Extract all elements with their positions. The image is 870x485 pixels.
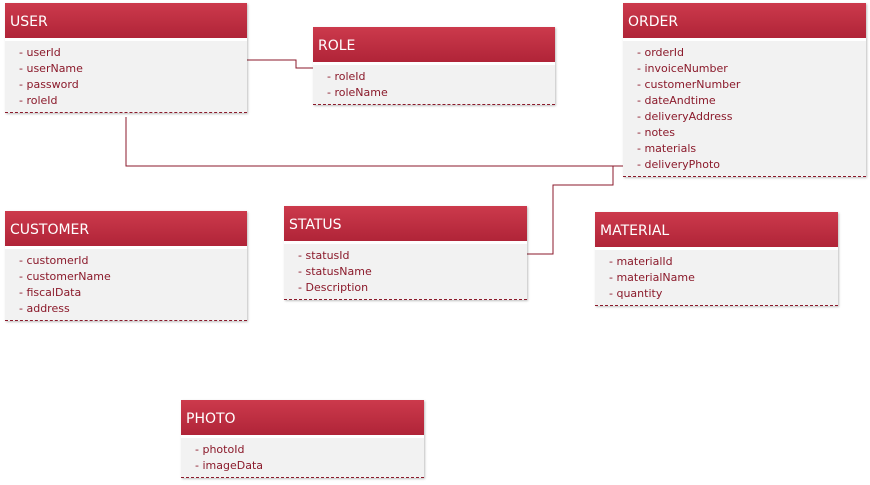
field-roleid: roleId xyxy=(313,69,555,85)
entity-material-title: MATERIAL xyxy=(595,212,838,250)
entity-status-title: STATUS xyxy=(284,206,527,244)
field-address: address xyxy=(5,301,247,317)
field-fiscaldata: fiscalData xyxy=(5,285,247,301)
field-description: Description xyxy=(284,280,527,296)
field-customername: customerName xyxy=(5,269,247,285)
entity-photo-fields: photoId imageData xyxy=(181,438,424,478)
field-materialname: materialName xyxy=(595,270,838,286)
entity-user[interactable]: USER userId userName password roleId xyxy=(5,3,247,113)
field-materialid: materialId xyxy=(595,254,838,270)
entity-role-fields: roleId roleName xyxy=(313,65,555,105)
field-password: password xyxy=(5,77,247,93)
entity-order[interactable]: ORDER orderId invoiceNumber customerNumb… xyxy=(623,3,866,177)
field-username: userName xyxy=(5,61,247,77)
entity-customer[interactable]: CUSTOMER customerId customerName fiscalD… xyxy=(5,211,247,321)
field-statusname: statusName xyxy=(284,264,527,280)
field-deliveryaddress: deliveryAddress xyxy=(623,109,866,125)
field-userid: userId xyxy=(5,45,247,61)
field-imagedata: imageData xyxy=(181,458,424,474)
field-roleid: roleId xyxy=(5,93,247,109)
entity-user-title: USER xyxy=(5,3,247,41)
field-quantity: quantity xyxy=(595,286,838,302)
field-notes: notes xyxy=(623,125,866,141)
field-photoid: photoId xyxy=(181,442,424,458)
field-materials: materials xyxy=(623,141,866,157)
field-customerid: customerId xyxy=(5,253,247,269)
entity-status[interactable]: STATUS statusId statusName Description xyxy=(284,206,527,300)
field-deliveryphoto: deliveryPhoto xyxy=(623,157,866,173)
entity-customer-title: CUSTOMER xyxy=(5,211,247,249)
connector-user-order xyxy=(125,117,623,167)
entity-material-fields: materialId materialName quantity xyxy=(595,250,838,306)
connector-user-role xyxy=(247,59,313,69)
field-dateandtime: dateAndtime xyxy=(623,93,866,109)
entity-role-title: ROLE xyxy=(313,27,555,65)
entity-role[interactable]: ROLE roleId roleName xyxy=(313,27,555,105)
field-customernumber: customerNumber xyxy=(623,77,866,93)
field-invoicenumber: invoiceNumber xyxy=(623,61,866,77)
entity-status-fields: statusId statusName Description xyxy=(284,244,527,300)
entity-order-title: ORDER xyxy=(623,3,866,41)
field-rolename: roleName xyxy=(313,85,555,101)
entity-user-fields: userId userName password roleId xyxy=(5,41,247,113)
field-statusid: statusId xyxy=(284,248,527,264)
entity-material[interactable]: MATERIAL materialId materialName quantit… xyxy=(595,212,838,306)
entity-photo-title: PHOTO xyxy=(181,400,424,438)
field-orderid: orderId xyxy=(623,45,866,61)
entity-order-fields: orderId invoiceNumber customerNumber dat… xyxy=(623,41,866,177)
entity-photo[interactable]: PHOTO photoId imageData xyxy=(181,400,424,478)
entity-customer-fields: customerId customerName fiscalData addre… xyxy=(5,249,247,321)
